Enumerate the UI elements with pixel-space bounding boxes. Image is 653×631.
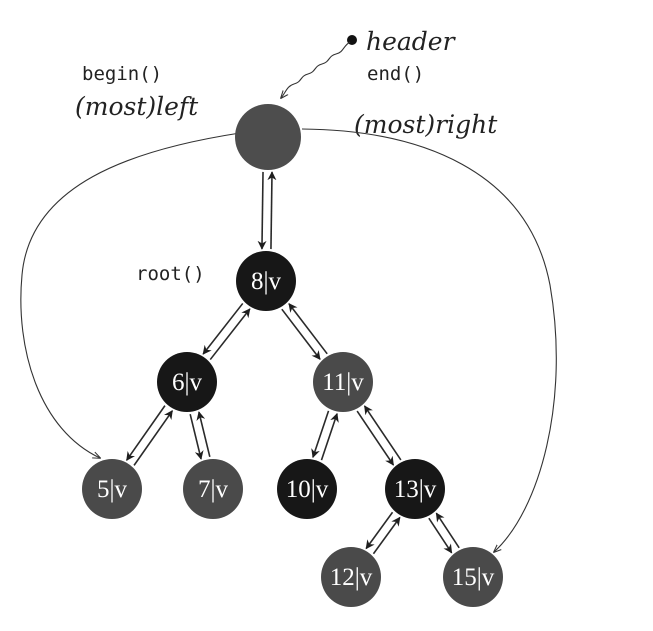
node-11-label: 11|v [322,369,364,396]
edge-n8-to-n6 [202,302,244,355]
rightmost-link [301,128,557,552]
edge-n7-to-n6 [196,411,211,458]
most-left-label: (most)left [75,92,199,121]
node-6-label: 6|v [172,369,203,396]
edge-n11-to-n13 [356,410,395,466]
tree-edges [126,171,460,555]
edge-n10-to-n11 [320,412,339,461]
tree-nodes: 8|v 6|v 11|v 5|v 7|v 10|v 13|v 12|v [82,104,503,607]
node-11: 11|v [313,352,373,412]
edge-header-to-n8 [257,171,267,250]
edge-n15-to-n13 [435,512,460,549]
header-label: header [366,27,457,56]
edge-n6-to-n5 [126,405,166,461]
node-15: 15|v [443,547,503,607]
edge-n13-to-n12 [365,511,394,550]
most-right-label: (most)right [354,110,498,139]
header-pointer [281,41,351,98]
node-7: 7|v [183,459,243,519]
edge-n11-to-n10 [311,410,330,459]
begin-label: begin() [82,63,162,85]
leftmost-link [20,132,241,458]
edge-n8-to-n11 [281,308,321,360]
node-13: 13|v [385,459,445,519]
node-12-label: 12|v [330,564,373,591]
node-8: 8|v [236,251,296,311]
node-6: 6|v [157,352,217,412]
edge-n5-to-n6 [133,410,173,466]
node-12: 12|v [321,547,381,607]
edge-n12-to-n13 [372,516,401,555]
edge-n13-to-n11 [363,405,402,461]
node-8-label: 8|v [251,268,282,295]
node-10: 10|v [277,459,337,519]
node-7-label: 7|v [198,476,229,503]
node-header [235,104,301,170]
node-5: 5|v [82,459,142,519]
edge-n13-to-n15 [428,517,453,554]
node-13-label: 13|v [394,476,437,503]
node-10-label: 10|v [286,476,329,503]
root-label: root() [136,263,205,285]
node-15-label: 15|v [452,564,495,591]
edge-n6-to-n8 [209,308,251,361]
edge-n8-to-header [267,171,277,250]
edge-n6-to-n7 [189,413,204,460]
node-5-label: 5|v [97,476,128,503]
end-label: end() [367,63,424,85]
edge-n11-to-n8 [288,303,328,355]
